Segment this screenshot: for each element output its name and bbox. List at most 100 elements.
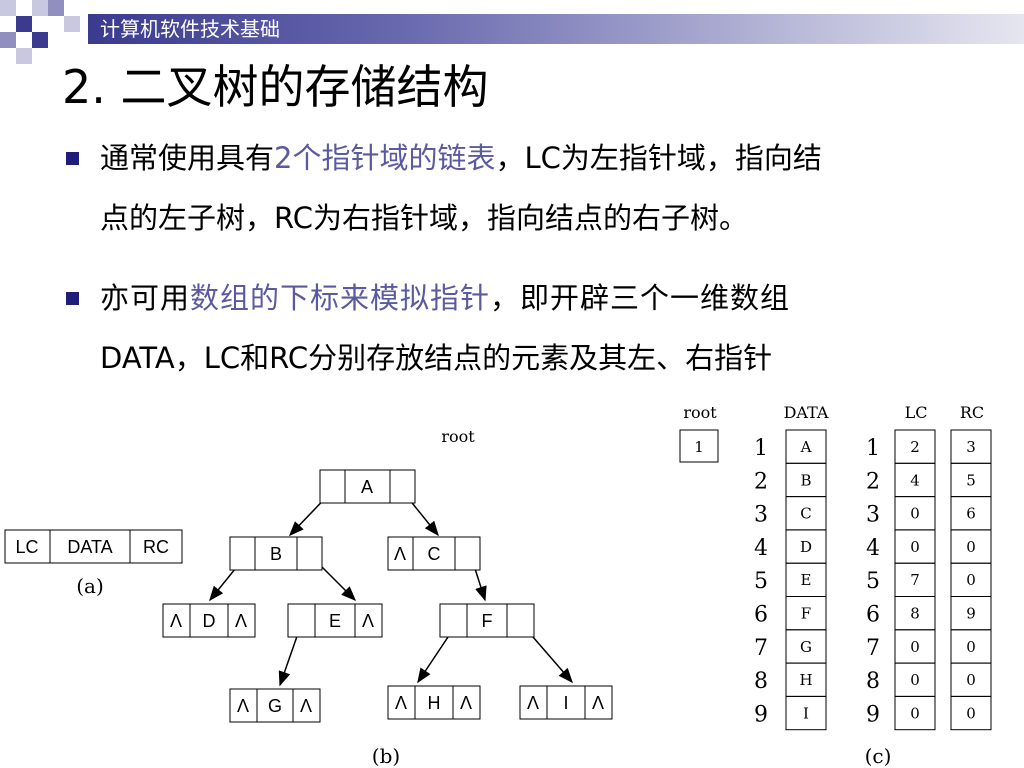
svg-text:Λ: Λ (394, 544, 406, 564)
figure-a-node-structure: LC DATA RC (a) (4, 529, 183, 598)
array-value-data: G (800, 638, 812, 656)
array-value-rc: 0 (966, 538, 976, 556)
bullet-1-line-2: 点的左子树，RC为右指针域，指向结点的右子树。 (100, 201, 748, 235)
array-index-label: 3 (866, 503, 880, 528)
svg-text:I: I (563, 693, 568, 713)
svg-text:F: F (482, 611, 493, 631)
array-value-data: I (803, 704, 809, 722)
array-index-label: 8 (754, 669, 768, 694)
array-value-rc: 0 (966, 671, 976, 689)
array-root-label: root (683, 403, 717, 422)
caption-a: (a) (76, 574, 104, 598)
array-value-rc: 0 (966, 704, 976, 722)
array-index-label: 1 (754, 436, 768, 461)
svg-text:C: C (428, 544, 441, 564)
array-cell-rc (950, 695, 992, 731)
array-value-lc: 0 (910, 638, 920, 656)
array-value-lc: 2 (910, 438, 920, 456)
svg-text:Λ: Λ (300, 696, 312, 716)
course-title: 计算机软件技术基础 (100, 17, 280, 41)
bullet-marker (66, 292, 79, 305)
svg-text:Λ: Λ (460, 693, 472, 713)
array-value-rc: 5 (966, 471, 976, 489)
array-value-rc: 0 (966, 638, 976, 656)
array-value-lc: 0 (910, 671, 920, 689)
cell-lc: LC (15, 537, 38, 557)
svg-text:E: E (329, 611, 341, 631)
array-index-label: 2 (866, 469, 880, 494)
array-index-label: 7 (866, 636, 880, 661)
array-index-label: 4 (754, 536, 768, 561)
array-value-lc: 8 (910, 605, 920, 623)
array-value-rc: 9 (966, 605, 976, 623)
array-value-data: H (799, 671, 812, 689)
header-rc: RC (960, 403, 984, 422)
array-value-lc: 0 (910, 538, 920, 556)
array-value-data: D (800, 538, 812, 556)
caption-b: (b) (372, 744, 400, 768)
svg-text:Λ: Λ (395, 693, 407, 713)
array-index-label: 9 (754, 702, 768, 727)
array-value-rc: 6 (966, 505, 976, 523)
array-value-lc: 0 (910, 704, 920, 722)
array-value-data: E (801, 571, 812, 589)
array-index-label: 3 (754, 503, 768, 528)
array-cell-data (785, 695, 827, 731)
tree-node-B: B (229, 536, 323, 571)
array-value-rc: 3 (966, 438, 976, 456)
svg-text:B: B (270, 544, 282, 564)
svg-text:Λ: Λ (237, 696, 249, 716)
array-index-label: 4 (866, 536, 880, 561)
array-root-value: 1 (694, 438, 704, 456)
bullet-1-line-1: 通常使用具有2个指针域的链表，LC为左指针域，指向结 (100, 141, 822, 175)
svg-text:D: D (203, 611, 216, 631)
array-index-label: 6 (866, 603, 880, 628)
array-value-data: B (800, 471, 811, 489)
array-index-label: 5 (866, 569, 880, 594)
array-value-data: F (801, 605, 811, 623)
bullet-marker (66, 152, 79, 165)
array-value-lc: 4 (910, 471, 920, 489)
array-value-rc: 0 (966, 571, 976, 589)
svg-text:Λ: Λ (592, 693, 604, 713)
bullet-2-line-2: DATA，LC和RC分别存放结点的元素及其左、右指针 (100, 341, 773, 375)
svg-text:H: H (428, 693, 441, 713)
tree-node-G: Λ G Λ (229, 688, 321, 723)
array-index-label: 6 (754, 603, 768, 628)
array-value-data: A (800, 438, 812, 456)
caption-c: (c) (865, 744, 892, 768)
tree-node-H: Λ H Λ (387, 685, 481, 720)
tree-node-F: F (439, 603, 535, 638)
svg-text:Λ: Λ (362, 611, 374, 631)
array-value-data: C (800, 505, 811, 523)
header-bar (88, 14, 1024, 44)
array-index-label: 2 (754, 469, 768, 494)
svg-text:Λ: Λ (170, 611, 182, 631)
array-index-label: 7 (754, 636, 768, 661)
svg-text:Λ: Λ (527, 693, 539, 713)
array-index-label: 9 (866, 702, 880, 727)
tree-node-A: A (319, 469, 416, 504)
tree-node-I: Λ I Λ (519, 685, 613, 720)
svg-text:G: G (268, 696, 282, 716)
array-index-label: 8 (866, 669, 880, 694)
array-value-lc: 0 (910, 505, 920, 523)
tree-node-C: Λ C (387, 536, 481, 571)
array-index-label: 1 (866, 436, 880, 461)
slide-title: 2. 二叉树的存储结构 (62, 60, 489, 114)
svg-text:A: A (361, 477, 373, 497)
header-lc: LC (905, 403, 928, 422)
tree-node-E: E Λ (287, 603, 383, 638)
figure-b-linked-tree: root A B (162, 427, 613, 768)
array-value-lc: 7 (910, 571, 920, 589)
bullet-2-line-1: 亦可用数组的下标来模拟指针，即开辟三个一维数组 (100, 281, 791, 315)
root-label: root (441, 427, 475, 446)
cell-data: DATA (67, 537, 112, 557)
array-cell-lc (894, 695, 936, 731)
array-index-label: 5 (754, 569, 768, 594)
tree-node-D: Λ D Λ (162, 603, 256, 638)
svg-text:Λ: Λ (235, 611, 247, 631)
cell-rc: RC (143, 537, 169, 557)
